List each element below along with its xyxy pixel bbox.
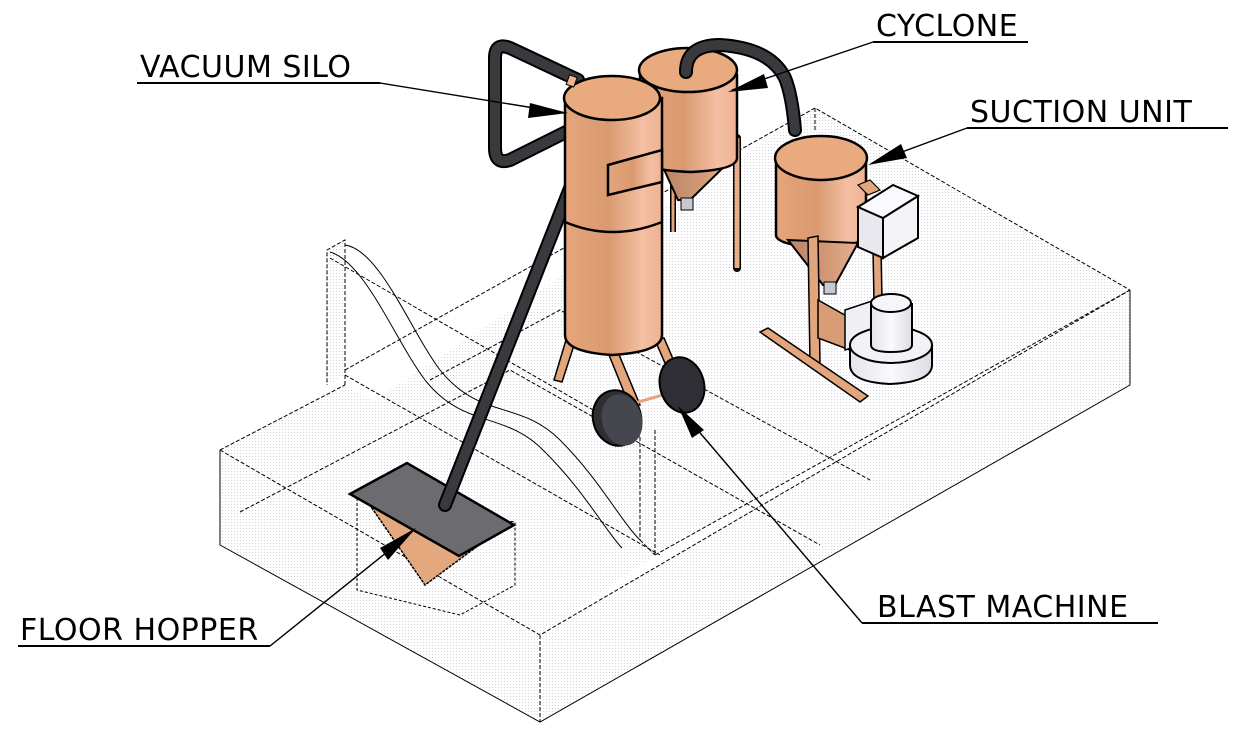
cyclone-outlet <box>680 197 694 211</box>
cyclone <box>637 46 741 272</box>
platform-top-surface <box>345 108 1130 555</box>
label-cyclone: CYCLONE <box>876 9 1018 44</box>
return-hose-loop <box>488 39 585 169</box>
label-floor-hopper: FLOOR HOPPER <box>20 613 259 648</box>
platform-right-face <box>540 290 1130 722</box>
callout-blast-machine: BLAST MACHINE <box>678 406 1158 625</box>
arrow-vacuum-silo <box>528 103 568 118</box>
label-blast-machine: BLAST MACHINE <box>877 590 1129 625</box>
control-box-top <box>855 183 921 220</box>
arrow-floor-hopper <box>380 528 416 560</box>
vacuum-silo-side-handle <box>606 148 664 197</box>
hopper-grate <box>347 461 517 558</box>
cyclone-exhaust-hose <box>679 37 802 137</box>
label-suction-unit: SUCTION UNIT <box>970 95 1192 130</box>
suction-unit-frame-post <box>807 235 821 365</box>
suction-unit-frame-base <box>758 327 870 403</box>
platform-ramp-wall <box>327 240 345 385</box>
wheel-back <box>658 356 706 414</box>
vacuum-silo <box>562 74 664 357</box>
vacuum-silo-top <box>562 74 662 122</box>
arrow-blast-machine <box>678 406 704 438</box>
suction-unit <box>758 134 933 403</box>
callout-vacuum-silo: VACUUM SILO <box>137 50 568 118</box>
callout-suction-unit: SUCTION UNIT <box>868 95 1228 165</box>
blower-motor <box>870 303 913 354</box>
label-vacuum-silo: VACUUM SILO <box>140 50 352 85</box>
suction-unit-top <box>773 134 869 182</box>
blast-machine <box>553 337 706 447</box>
callout-floor-hopper: FLOOR HOPPER <box>18 528 416 648</box>
platform-front-face <box>220 450 540 722</box>
arrow-cyclone <box>728 74 768 92</box>
callout-cyclone: CYCLONE <box>728 9 1028 92</box>
arrow-suction-unit <box>868 144 907 165</box>
